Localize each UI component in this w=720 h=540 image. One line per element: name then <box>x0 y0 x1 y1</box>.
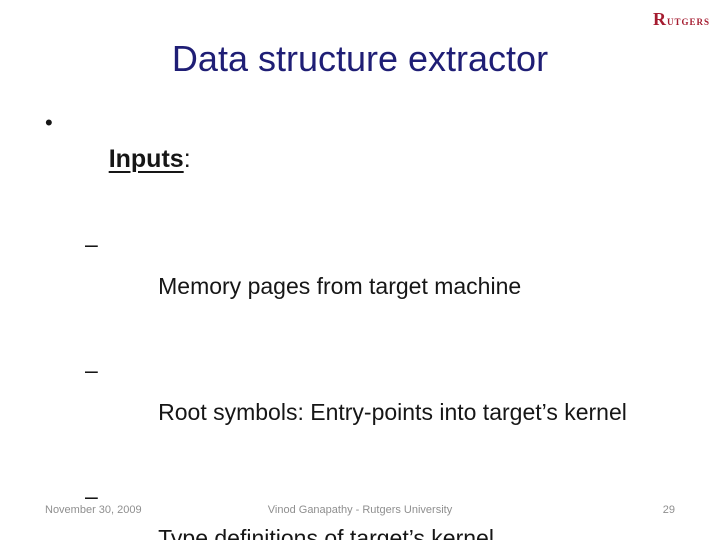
subitem-text: Type definitions of target’s kernel <box>158 525 494 540</box>
slide-title: Data structure extractor <box>171 38 549 79</box>
footer-page-number: 29 <box>662 504 675 516</box>
rutgers-logo-initial: R <box>652 9 667 29</box>
bullet-inputs: • Inputs: <box>45 104 670 215</box>
bullet-icon: • <box>45 110 53 135</box>
dash-icon: – <box>85 483 98 509</box>
inputs-label: Inputs <box>108 145 184 173</box>
dash-icon: – <box>85 231 98 257</box>
subitem-root-symbols: – Root symbols: Entry-points into target’… <box>85 349 670 475</box>
subitem-text: Memory pages from target machine <box>158 273 522 299</box>
subitem-type-definitions: – Type definitions of target’s kernel <box>85 475 670 540</box>
footer-credit: Vinod Ganapathy - Rutgers University <box>267 504 453 516</box>
slide-body: • Inputs: – Memory pages from target machi… <box>45 104 670 540</box>
subitem-memory-pages: – Memory pages from target machine <box>85 223 670 349</box>
dash-icon: – <box>85 357 98 383</box>
rutgers-logo-text: utgers <box>666 13 710 28</box>
subitem-text: Root symbols: Entry-points into target’s… <box>158 399 627 425</box>
footer-date: November 30, 2009 <box>45 504 142 516</box>
rutgers-logo: Rutgers <box>653 9 710 30</box>
inputs-suffix: : <box>183 145 191 173</box>
inputs-sublist: – Memory pages from target machine – Root … <box>85 223 670 540</box>
